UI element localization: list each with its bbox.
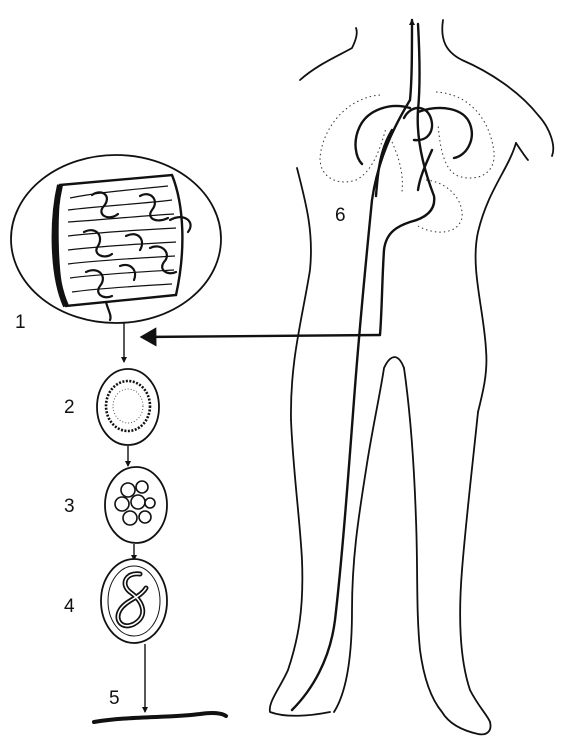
stage-6-label: 6: [335, 206, 346, 225]
stage-1-muscle-cyst: [11, 155, 221, 323]
stage-3-label: 3: [64, 497, 75, 516]
stage-5-adult-worm: [94, 713, 226, 722]
stage-3-morula: [105, 467, 167, 543]
human-body-outline: [270, 20, 553, 734]
stage-4-larva-egg: [101, 559, 167, 643]
stage-1-label: 1: [15, 313, 26, 332]
stage-2-label: 2: [64, 398, 75, 417]
stage-2-egg: [97, 369, 159, 445]
stage-4-label: 4: [64, 597, 75, 616]
migration-path: [292, 20, 472, 710]
stage-5-label: 5: [109, 689, 120, 708]
return-arrow: [142, 335, 380, 337]
